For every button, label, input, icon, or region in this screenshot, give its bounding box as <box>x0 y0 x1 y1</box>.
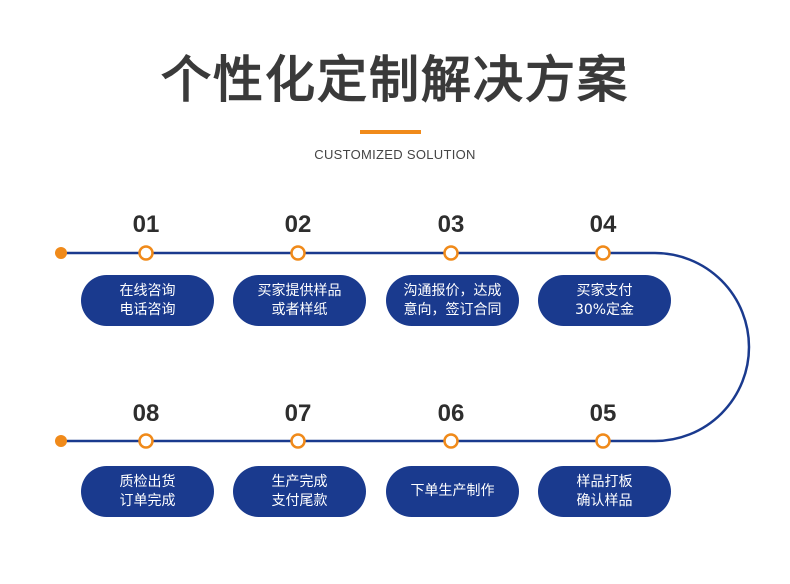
title-underline <box>360 130 421 134</box>
step-number-06: 06 <box>437 400 465 427</box>
step-node-bottom-1 <box>138 433 154 449</box>
track-line <box>61 251 751 443</box>
track-start-dot <box>55 247 67 259</box>
track-end-dot <box>55 435 67 447</box>
step-card-08: 质检出货 订单完成 <box>81 466 214 517</box>
step-number-02: 02 <box>284 211 312 238</box>
step-text-line2: 支付尾款 <box>271 492 328 509</box>
step-node-bottom-2 <box>290 433 306 449</box>
step-card-05: 样品打板 确认样品 <box>538 466 671 517</box>
step-text-line1: 样品打板 <box>576 473 633 490</box>
step-number-01: 01 <box>132 211 160 238</box>
step-node-top-2 <box>290 245 306 261</box>
step-text-line2: 电话咨询 <box>119 301 176 318</box>
step-card-04: 买家支付 30%定金 <box>538 275 671 326</box>
page-title: 个性化定制解决方案 <box>161 51 629 109</box>
step-card-07: 生产完成 支付尾款 <box>233 466 366 517</box>
page-subtitle: CUSTOMIZED SOLUTION <box>314 147 476 162</box>
step-text-line1: 买家提供样品 <box>257 282 342 299</box>
step-text-line2: 意向，签订合同 <box>403 301 502 318</box>
step-text-line1: 下单生产制作 <box>410 483 495 499</box>
step-number-04: 04 <box>589 211 617 238</box>
step-text-line2: 确认样品 <box>576 492 633 509</box>
step-text-line1: 沟通报价，达成 <box>403 282 502 299</box>
step-text-line2: 订单完成 <box>119 492 176 509</box>
step-card-01: 在线咨询 电话咨询 <box>81 275 214 326</box>
step-number-08: 08 <box>132 400 160 427</box>
step-text-line1: 质检出货 <box>119 473 176 490</box>
step-node-top-3 <box>443 245 459 261</box>
step-card-03: 沟通报价，达成 意向，签订合同 <box>386 275 519 326</box>
step-node-top-4 <box>595 245 611 261</box>
step-node-top-1 <box>138 245 154 261</box>
step-node-bottom-4 <box>595 433 611 449</box>
step-text-line2: 或者样纸 <box>271 301 328 318</box>
step-number-05: 05 <box>589 400 617 427</box>
step-card-06: 下单生产制作 <box>386 466 519 517</box>
step-text-line2: 30%定金 <box>574 301 635 318</box>
step-number-07: 07 <box>284 400 312 427</box>
step-text-line1: 在线咨询 <box>119 282 176 299</box>
step-card-02: 买家提供样品 或者样纸 <box>233 275 366 326</box>
step-node-bottom-3 <box>443 433 459 449</box>
step-text-line1: 生产完成 <box>271 473 328 490</box>
step-number-03: 03 <box>437 211 465 238</box>
step-text-line1: 买家支付 <box>576 282 633 299</box>
